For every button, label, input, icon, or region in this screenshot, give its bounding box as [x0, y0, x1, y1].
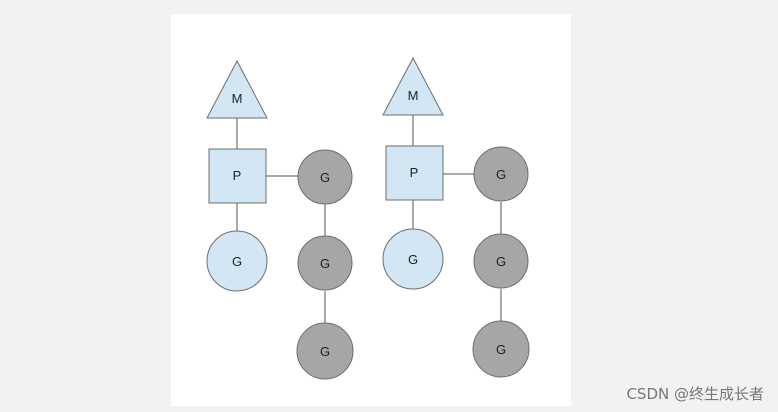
goroutine-circle: [297, 149, 353, 205]
gmp-group: M P G G G G: [382, 56, 530, 378]
queued-goroutine: G: [297, 235, 353, 291]
goroutine-label: G: [232, 254, 242, 269]
queued-goroutine: G: [296, 322, 354, 380]
goroutine-circle: [382, 228, 444, 290]
machine-triangle: [382, 56, 444, 116]
goroutine-label: G: [320, 344, 330, 359]
processor-p: P: [385, 145, 444, 201]
goroutine-circle: [473, 146, 529, 202]
processor-p: P: [208, 148, 267, 204]
goroutine-label: G: [496, 254, 506, 269]
watermark: CSDN @终生成长者: [626, 385, 764, 403]
machine-m: M: [382, 56, 444, 116]
goroutine-circle: [473, 233, 529, 289]
machine-triangle: [206, 59, 268, 119]
processor-label: P: [233, 168, 242, 183]
goroutine-circle: [296, 322, 354, 380]
goroutine-label: G: [320, 170, 330, 185]
goroutine-circle: [472, 320, 530, 378]
goroutine-circle: [297, 235, 353, 291]
processor-square: [385, 145, 444, 201]
queued-goroutine: G: [473, 146, 529, 202]
goroutine-label: G: [408, 252, 418, 267]
queued-goroutine: G: [472, 320, 530, 378]
machine-m: M: [206, 59, 268, 119]
goroutine-label: G: [496, 167, 506, 182]
goroutine-circle: [206, 230, 268, 292]
processor-square: [208, 148, 267, 204]
running-goroutine: G: [382, 228, 444, 290]
goroutine-label: G: [496, 342, 506, 357]
running-goroutine: G: [206, 230, 268, 292]
goroutine-label: G: [320, 256, 330, 271]
machine-label: M: [232, 91, 243, 106]
machine-label: M: [408, 88, 419, 103]
queued-goroutine: G: [473, 233, 529, 289]
gmp-group: M P G G G G: [206, 59, 354, 380]
queued-goroutine: G: [297, 149, 353, 205]
processor-label: P: [410, 165, 419, 180]
